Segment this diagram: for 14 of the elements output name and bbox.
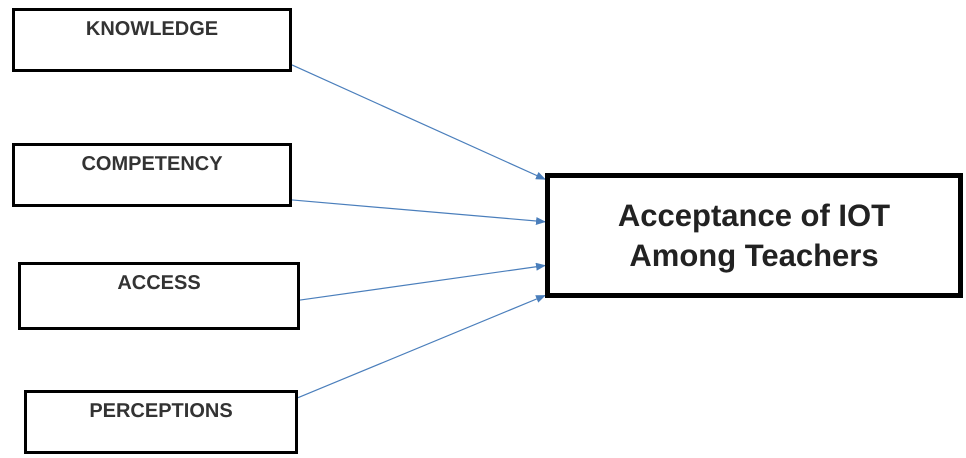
factor-box <box>18 262 300 330</box>
box-label: PERCEPTIONS <box>89 399 233 424</box>
box-label: COMPETENCY <box>81 152 223 177</box>
box-label: KNOWLEDGE <box>86 17 218 42</box>
box-label: Acceptance of IOT Among Teachers <box>616 196 892 275</box>
factor-box <box>12 8 292 72</box>
arrow <box>298 294 546 398</box>
arrow <box>300 262 546 301</box>
outcome-box <box>545 173 963 298</box>
factor-box <box>12 143 292 207</box>
box-label: ACCESS <box>117 271 201 296</box>
arrow <box>292 64 546 180</box>
arrow <box>292 199 546 225</box>
factor-box <box>24 390 298 454</box>
